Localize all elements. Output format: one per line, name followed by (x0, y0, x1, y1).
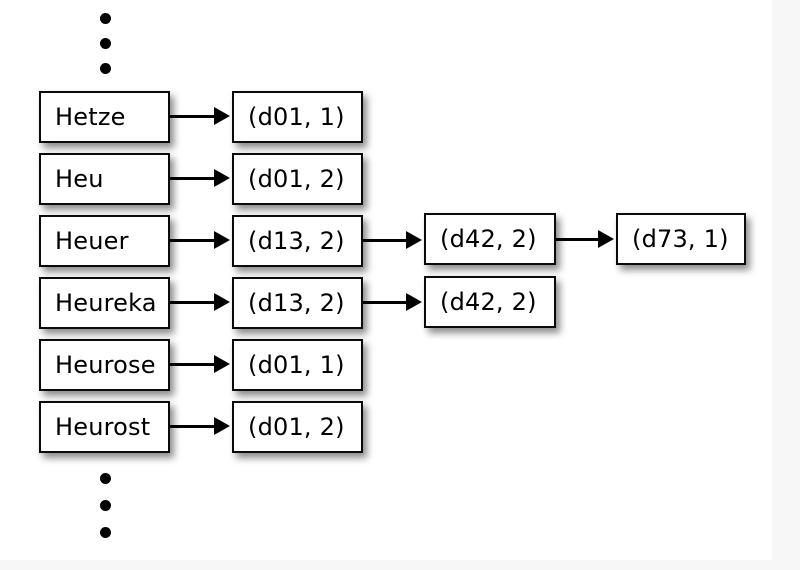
edge-heurost-to-posting (170, 425, 216, 428)
arrowhead-icon (214, 293, 230, 311)
edge-p1r4-to-p2r4 (363, 301, 408, 304)
term-node-heurost[interactable]: Heurost (39, 401, 170, 453)
term-node-heuer[interactable]: Heuer (39, 215, 170, 267)
posting-node-p3-r3[interactable]: (d73, 1) (616, 213, 746, 265)
ellipsis-bottom-dot-3 (100, 527, 111, 538)
posting-node-p1-r2[interactable]: (d01, 2) (232, 153, 363, 205)
term-node-heureka[interactable]: Heureka (39, 277, 170, 329)
arrowhead-icon (598, 230, 614, 248)
posting-node-p2-r3[interactable]: (d42, 2) (424, 213, 556, 265)
posting-label: (d13, 2) (248, 227, 345, 255)
term-node-hetze[interactable]: Hetze (39, 91, 170, 143)
posting-label: (d01, 1) (248, 351, 345, 379)
arrowhead-icon (214, 355, 230, 373)
ellipsis-top-dot-2 (100, 38, 111, 49)
posting-label: (d01, 1) (248, 103, 345, 131)
edge-heureka-to-posting (170, 301, 216, 304)
ellipsis-top-dot-3 (100, 63, 111, 74)
arrowhead-icon (406, 231, 422, 249)
arrowhead-icon (214, 169, 230, 187)
term-label: Heuer (55, 227, 129, 255)
posting-node-p2-r4[interactable]: (d42, 2) (424, 276, 556, 328)
posting-label: (d01, 2) (248, 165, 345, 193)
posting-node-p1-r5[interactable]: (d01, 1) (232, 339, 363, 391)
ellipsis-bottom-dot-2 (100, 500, 111, 511)
posting-node-p1-r4[interactable]: (d13, 2) (232, 277, 363, 329)
posting-label: (d13, 2) (248, 289, 345, 317)
edge-hetze-to-posting (170, 115, 216, 118)
term-label: Heurost (55, 413, 151, 441)
edge-p1r3-to-p2r3 (363, 239, 408, 242)
term-label: Heurose (55, 351, 156, 379)
posting-label: (d42, 2) (440, 288, 537, 316)
term-node-heurose[interactable]: Heurose (39, 339, 170, 391)
posting-node-p1-r1[interactable]: (d01, 1) (232, 91, 363, 143)
posting-label: (d73, 1) (632, 225, 729, 253)
ellipsis-top-dot-1 (100, 13, 111, 24)
term-label: Heureka (55, 289, 157, 317)
edge-heurose-to-posting (170, 363, 216, 366)
posting-node-p1-r3[interactable]: (d13, 2) (232, 215, 363, 267)
arrowhead-icon (214, 231, 230, 249)
ellipsis-bottom-dot-1 (100, 473, 111, 484)
posting-label: (d01, 2) (248, 413, 345, 441)
term-label: Hetze (55, 103, 126, 131)
arrowhead-icon (214, 107, 230, 125)
arrowhead-icon (214, 417, 230, 435)
edge-p2r3-to-p3r3 (556, 238, 601, 241)
edge-heuer-to-posting (170, 239, 216, 242)
posting-node-p1-r6[interactable]: (d01, 2) (232, 401, 363, 453)
term-node-heu[interactable]: Heu (39, 153, 170, 205)
posting-label: (d42, 2) (440, 225, 537, 253)
edge-heu-to-posting (170, 177, 216, 180)
arrowhead-icon (406, 293, 422, 311)
term-label: Heu (55, 165, 104, 193)
